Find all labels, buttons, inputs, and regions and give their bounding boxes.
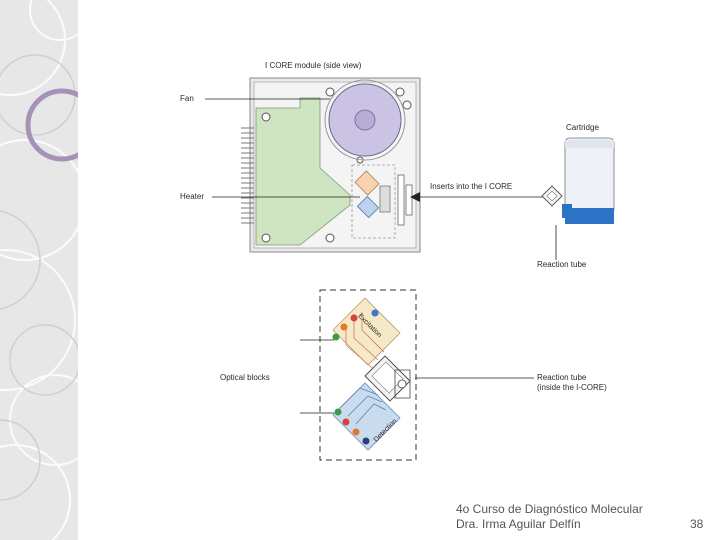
heater-label: Heater bbox=[180, 192, 205, 201]
reaction-tube-inside-label-line1: Reaction tube bbox=[537, 373, 587, 382]
cartridge bbox=[541, 137, 615, 224]
fan bbox=[324, 79, 406, 161]
footer-course: 4o Curso de Diagnóstico Molecular bbox=[456, 502, 643, 516]
optical-blocks-label: Optical blocks bbox=[220, 373, 270, 382]
optical-blocks bbox=[319, 289, 417, 461]
arrowhead bbox=[410, 192, 420, 202]
leader-lines bbox=[205, 98, 557, 414]
icore-module bbox=[241, 77, 421, 253]
cartridge-label: Cartridge bbox=[566, 123, 599, 132]
reaction-tube-inside-label-line2: (inside the I-CORE) bbox=[537, 383, 607, 392]
page-number: 38 bbox=[690, 517, 704, 531]
excitation-block bbox=[332, 297, 401, 366]
purple-ring bbox=[25, 88, 78, 162]
footer-author: Dra. Irma Aguilar Delfín bbox=[456, 517, 581, 531]
reaction-tube-label: Reaction tube bbox=[537, 260, 587, 269]
fan-label: Fan bbox=[180, 94, 194, 103]
sidebar-swirl-pattern bbox=[0, 0, 78, 540]
decorative-sidebar bbox=[0, 0, 78, 540]
circuit-board bbox=[255, 97, 351, 246]
reaction-tube-inside bbox=[364, 355, 411, 402]
heater-chamber bbox=[351, 164, 396, 239]
inserts-label: Inserts into the I CORE bbox=[430, 182, 513, 191]
diagram-title: I CORE module (side view) bbox=[265, 61, 362, 70]
